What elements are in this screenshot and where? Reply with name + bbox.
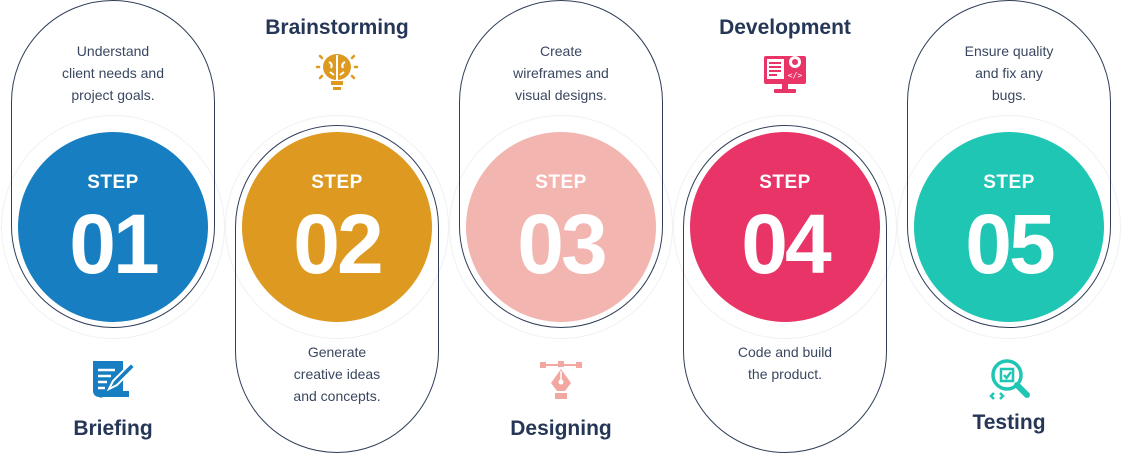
step-3: Create wireframes and visual designs. ST…	[449, 0, 673, 454]
step-title: Brainstorming	[265, 16, 409, 39]
step-description: Code and build the product.	[737, 344, 833, 382]
step-circle: STEP 04	[690, 132, 880, 322]
step-description: Create wireframes and visual designs.	[513, 43, 609, 103]
step-description: Understand client needs and project goal…	[62, 43, 164, 103]
step-description: Generate creative ideas and concepts.	[293, 344, 381, 404]
step-5: Ensure quality and fix any bugs. STEP 05…	[897, 0, 1121, 454]
step-circle: STEP 05	[914, 132, 1104, 322]
step-pill	[11, 0, 215, 328]
step-circle: STEP 03	[466, 132, 656, 322]
svg-text:</>: </>	[788, 71, 803, 80]
step-title: Designing	[510, 417, 612, 440]
document-pen-icon	[93, 361, 137, 398]
step-title: Testing	[972, 411, 1046, 434]
step-1: Understand client needs and project goal…	[1, 0, 225, 454]
step-circle: STEP 01	[18, 132, 208, 322]
step-pill	[235, 125, 439, 453]
step-2: Brainstorming STEP 02 Generate creative …	[225, 0, 449, 454]
step-4: Development </> STEP 04 Code and build t…	[673, 0, 897, 454]
step-title: Development	[719, 16, 851, 39]
step-description: Ensure quality and fix any bugs.	[964, 43, 1054, 103]
step-pill	[683, 125, 887, 453]
step-circle: STEP 02	[242, 132, 432, 322]
brain-bulb-icon	[315, 54, 359, 90]
step-pill	[459, 0, 663, 328]
step-title: Briefing	[73, 417, 153, 440]
step-pill	[907, 0, 1111, 328]
monitor-code-icon: </>	[764, 56, 806, 93]
magnifier-check-icon	[989, 359, 1030, 400]
pen-tool-icon	[540, 361, 582, 399]
